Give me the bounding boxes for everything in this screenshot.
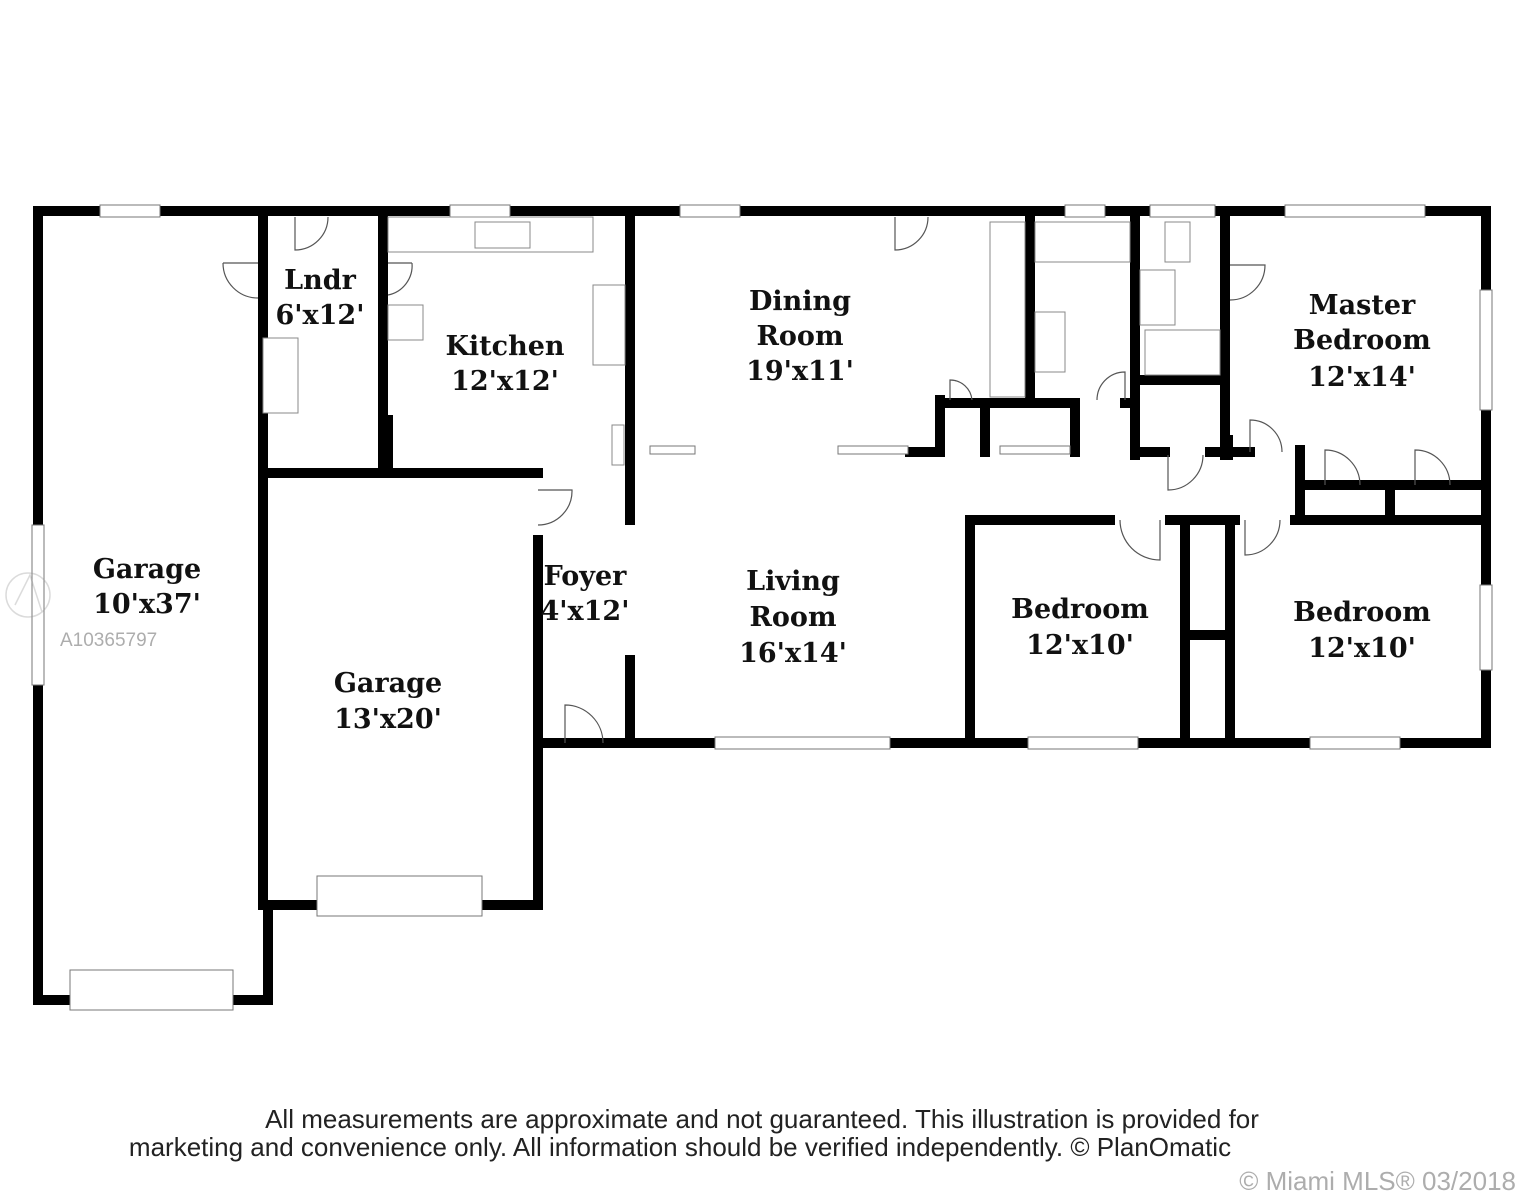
mls-logo-watermark [5,572,51,618]
dining-name-1: Dining [749,286,851,317]
living-name-2: Room [749,602,836,633]
copyright-watermark: © Miami MLS® 03/2018 [1239,1166,1516,1196]
living-size: 16'x14' [739,638,847,669]
garage-small-size: 13'x20' [334,704,442,735]
living-name-1: Living [746,566,840,597]
garage-large-size: 10'x37' [93,589,201,620]
disclaimer-line-2: marketing and convenience only. All info… [128,1132,1232,1162]
listing-id-watermark: A10365797 [60,630,158,651]
foyer-name: Foyer [544,561,628,592]
master-name-2: Bedroom [1293,325,1431,356]
master-size: 12'x14' [1308,362,1416,393]
laundry-name: Lndr [284,265,356,296]
bedroom2-name: Bedroom [1293,597,1431,628]
garage-small-name: Garage [334,668,442,699]
doors [222,216,1451,744]
bedroom2-size: 12'x10' [1308,633,1416,664]
kitchen-size: 12'x12' [451,366,559,397]
laundry-size: 6'x12' [276,300,365,331]
dining-name-2: Room [756,321,843,352]
garage-large-name: Garage [93,554,201,585]
dining-size: 19'x11' [746,356,854,387]
kitchen-name: Kitchen [445,331,564,362]
disclaimer-line-1: All measurements are approximate and not… [265,1104,1259,1134]
master-name-1: Master [1309,290,1416,321]
foyer-size: 4'x12' [541,596,630,627]
walls [33,206,1491,1005]
room-labels: Garage 10'x37' Lndr 6'x12' Kitchen 12'x1… [93,265,1431,735]
fixtures [262,216,1221,466]
bedroom1-name: Bedroom [1011,594,1149,625]
windows [31,204,1493,1011]
bedroom1-size: 12'x10' [1026,630,1134,661]
